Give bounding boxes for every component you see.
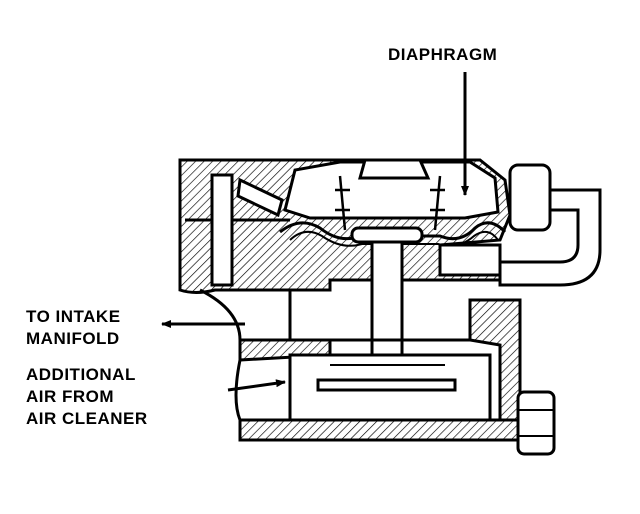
housing-bolt [210, 173, 234, 287]
hose-fitting [438, 163, 602, 287]
diaphragm-label: DIAPHRAGM [388, 44, 497, 66]
air-label-line-2: AIR FROM [26, 387, 115, 406]
lower-housing [199, 288, 522, 442]
leaders [161, 72, 469, 392]
air-label-line-1: ADDITIONAL [26, 365, 136, 384]
additional-air-label: ADDITIONAL AIR FROM AIR CLEANER [26, 364, 148, 430]
air-label-line-3: AIR CLEANER [26, 409, 148, 428]
air-flow-arrow [227, 379, 286, 392]
intake-label-line-2: MANIFOLD [26, 329, 120, 348]
lower-screw [516, 390, 556, 456]
diaphragm-label-line: DIAPHRAGM [388, 45, 498, 64]
upper-housing [178, 158, 522, 294]
intake-label-line-1: TO INTAKE [26, 307, 121, 326]
intake-manifold-label: TO INTAKE MANIFOLD [26, 306, 121, 350]
